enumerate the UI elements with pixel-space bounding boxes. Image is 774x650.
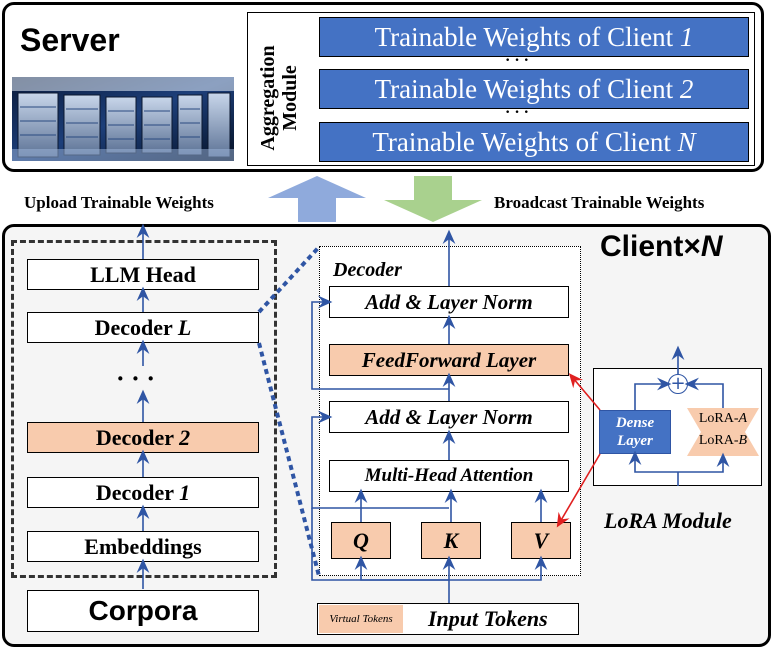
lora-a-label: LoRA-A bbox=[698, 411, 748, 426]
corpora-block: Corpora bbox=[27, 590, 259, 632]
weights-ellipsis-bottom: · · · bbox=[505, 104, 530, 121]
lora-module-caption: LoRA Module bbox=[604, 508, 732, 533]
k-block: K bbox=[421, 522, 481, 559]
lora-b-label: LoRA-B bbox=[698, 433, 748, 448]
lora-hourglass-shape bbox=[687, 408, 759, 456]
decoder-detail-title: Decoder bbox=[333, 259, 402, 281]
upload-label: Upload Trainable Weights bbox=[24, 193, 214, 212]
llm-head-block: LLM Head bbox=[27, 259, 259, 290]
add-norm-top-block: Add & Layer Norm bbox=[329, 286, 569, 318]
virtual-tokens-block: Virtual Tokens bbox=[319, 605, 403, 633]
add-norm-bottom-block: Add & Layer Norm bbox=[329, 401, 569, 433]
server-title: Server bbox=[20, 22, 120, 58]
client-title: Client×N bbox=[600, 230, 723, 263]
decoder-1-block: Decoder 1 bbox=[27, 477, 259, 508]
server-rack-image bbox=[12, 77, 234, 161]
weights-ellipsis-top: · · · bbox=[505, 52, 530, 69]
broadcast-label: Broadcast Trainable Weights bbox=[494, 193, 705, 212]
v-block: V bbox=[511, 522, 571, 559]
stack-ellipsis: · · · bbox=[116, 364, 156, 393]
client-2-weights: Trainable Weights of Client 2 bbox=[319, 69, 749, 109]
input-tokens-label: Input Tokens bbox=[428, 606, 548, 631]
client-n-weights: Trainable Weights of Client N bbox=[319, 122, 749, 162]
multi-head-attention-block: Multi-Head Attention bbox=[329, 460, 569, 492]
lora-plus-node: + bbox=[668, 374, 688, 394]
feedforward-block: FeedForward Layer bbox=[329, 344, 569, 376]
broadcast-arrow bbox=[384, 176, 482, 222]
upload-arrow bbox=[268, 176, 366, 222]
client-1-weights: Trainable Weights of Client 1 bbox=[319, 17, 749, 57]
